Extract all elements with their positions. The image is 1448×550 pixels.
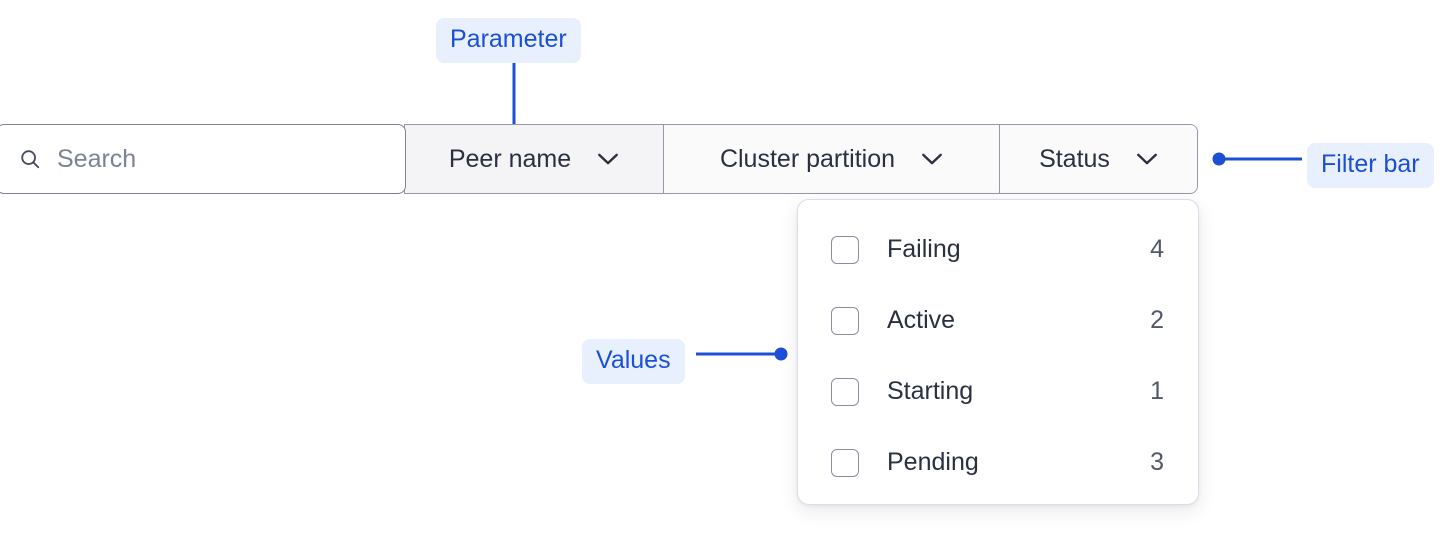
dropdown-option-starting[interactable]: Starting 1: [798, 356, 1198, 427]
filter-bar: Peer name Cluster partition Status: [0, 124, 1198, 194]
filter-segment-peer-name[interactable]: Peer name: [405, 125, 663, 193]
dropdown-option-active[interactable]: Active 2: [798, 285, 1198, 356]
dropdown-option-label: Pending: [887, 448, 979, 476]
checkbox-unchecked-icon[interactable]: [831, 235, 859, 264]
checkbox-unchecked-icon[interactable]: [831, 377, 859, 406]
dropdown-option-count: 1: [1150, 377, 1164, 405]
filter-segment-cluster-partition[interactable]: Cluster partition: [663, 125, 999, 193]
dropdown-option-label: Active: [887, 306, 956, 334]
annotation-label-values: Values: [582, 339, 685, 384]
search-input[interactable]: [57, 144, 357, 174]
dropdown-option-failing[interactable]: Failing 4: [798, 214, 1198, 285]
dropdown-option-count: 3: [1150, 448, 1164, 476]
search-box[interactable]: [0, 124, 406, 194]
status-dropdown-panel: Failing 4 Active 2 Starting 1 Pending 3: [797, 199, 1199, 505]
dropdown-option-label: Failing: [887, 235, 961, 263]
dropdown-option-count: 4: [1150, 235, 1164, 263]
filter-segment-label: Status: [1039, 144, 1110, 173]
chevron-down-icon: [1137, 153, 1157, 165]
checkbox-unchecked-icon[interactable]: [831, 306, 859, 335]
connector-dot-filterbar: [1212, 152, 1226, 166]
annotation-label-parameter: Parameter: [436, 18, 581, 63]
connector-dot-values: [774, 347, 788, 361]
checkbox-unchecked-icon[interactable]: [831, 448, 859, 477]
search-icon: [21, 150, 40, 169]
dropdown-option-label: Starting: [887, 377, 974, 405]
chevron-down-icon: [598, 153, 619, 165]
dropdown-option-count: 2: [1150, 306, 1164, 334]
filter-segment-label: Peer name: [448, 144, 572, 173]
filter-segment-status[interactable]: Status: [999, 125, 1197, 193]
annotation-label-filter-bar: Filter bar: [1307, 143, 1434, 188]
dropdown-option-pending[interactable]: Pending 3: [798, 427, 1198, 498]
filter-segment-group: Peer name Cluster partition Status: [404, 124, 1198, 194]
chevron-down-icon: [922, 153, 942, 165]
filter-segment-label: Cluster partition: [719, 144, 896, 173]
